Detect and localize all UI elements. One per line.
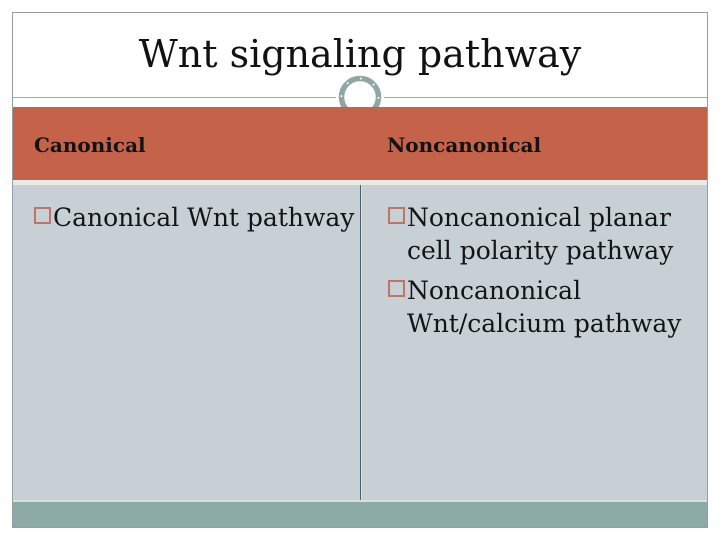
footer-accent-band: [13, 500, 707, 528]
bullet-text: Noncanonical Wnt/calcium pathway: [407, 274, 681, 340]
square-bullet-icon: [34, 207, 51, 224]
table-cell-canonical: Canonical Wnt pathway: [13, 185, 360, 500]
slide-title: Wnt signaling pathway: [138, 32, 582, 76]
table-header-band: Canonical Noncanonical: [13, 107, 707, 180]
bullet-line: Noncanonical planar: [407, 203, 671, 232]
bullet-line: Wnt/calcium pathway: [407, 309, 682, 338]
list-item: Noncanonical planar cell polarity pathwa…: [388, 201, 707, 267]
bullet-text: Noncanonical planar cell polarity pathwa…: [407, 201, 673, 267]
list-item: Noncanonical Wnt/calcium pathway: [388, 274, 707, 340]
table-header-noncanonical: Noncanonical: [387, 133, 542, 157]
square-bullet-icon: [388, 207, 405, 224]
table-body: Canonical Wnt pathway Noncanonical plana…: [13, 185, 707, 500]
square-bullet-icon: [388, 280, 405, 297]
bullet-line: Noncanonical: [407, 276, 582, 305]
table-cell-noncanonical: Noncanonical planar cell polarity pathwa…: [360, 185, 707, 500]
bullet-text: Canonical Wnt pathway: [53, 201, 354, 234]
list-item: Canonical Wnt pathway: [34, 201, 360, 234]
bullet-line: Canonical Wnt pathway: [53, 203, 355, 232]
table-header-canonical: Canonical: [34, 133, 146, 157]
header-body-gap: [13, 180, 707, 185]
bullet-line: cell polarity pathway: [407, 236, 674, 265]
title-area: Wnt signaling pathway: [13, 12, 707, 96]
